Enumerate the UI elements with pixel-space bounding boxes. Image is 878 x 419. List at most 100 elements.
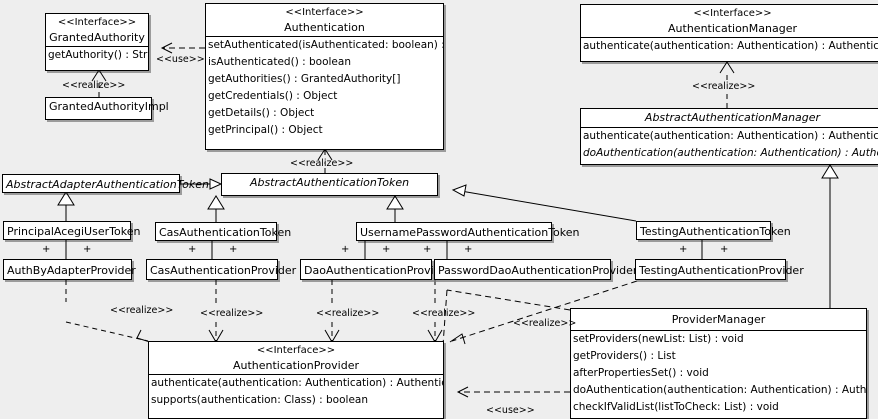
edge-label-realize-passworddao: <<realize>> [412,308,476,319]
class-header: <<Interface>> AuthenticationManager [581,5,878,37]
class-header: PrincipalAcegiUserToken [4,222,141,241]
class-cas-authentication-token[interactable]: CasAuthenticationToken [155,222,292,242]
class-header: AbstractAuthenticationManager [581,109,878,127]
class-auth-by-adapter-provider[interactable]: AuthByAdapterProvider [3,259,136,281]
class-name: AbstractAuthenticationToken [249,176,410,189]
divider [571,330,866,331]
edge-testingtoken-extends-abstractauthenticationtoken [451,184,637,222]
class-name: DaoAuthenticationProvider [304,264,452,277]
class-name: TestingAuthenticationToken [640,225,791,238]
member-row: isAuthenticated() : boolean [208,56,351,68]
class-testing-authentication-token[interactable]: TestingAuthenticationToken [636,221,791,240]
class-name: CasAuthenticationToken [159,226,292,239]
class-name: AuthenticationProvider [232,359,360,372]
member-row: authenticate(authentication: Authenticat… [151,377,443,389]
class-provider-manager[interactable]: ProviderManager setProviders(newList: Li… [570,308,867,419]
class-name: AbstractAuthenticationManager [644,111,821,124]
edge-label-realize-authbyadapter: <<realize>> [110,305,174,316]
edge-label-realize-providermanager: <<realize>> [513,318,577,329]
member-row: afterPropertiesSet() : void [573,367,709,379]
class-principal-acegi-user-token[interactable]: PrincipalAcegiUserToken [3,221,141,241]
association-plus-mark: + [382,244,391,255]
edge-casauthenticationtoken-extends-abstractauthenticationtoken [207,195,225,222]
divider [206,36,443,37]
member-row: doAuthentication(authentication: Authent… [583,147,878,159]
class-username-password-authentication-token[interactable]: UsernamePasswordAuthenticationToken [356,222,580,241]
association-plus-mark: + [83,244,92,255]
class-name: AuthByAdapterProvider [7,264,136,277]
member-row: supports(authentication: Class) : boolea… [151,394,368,406]
members-compartment: authenticate(authentication: Authenticat… [149,375,443,409]
class-name: TestingAuthenticationProvider [639,264,804,277]
edge-principalacegiusertoken-extends-abstractadapter [57,191,75,221]
divider [46,46,148,47]
member-row: checkIfValidList(listToCheck: List) : vo… [573,401,779,413]
member-row: authenticate(authentication: Authenticat… [583,130,878,142]
class-header: GrantedAuthorityImpl [46,98,169,116]
divider [581,127,878,128]
class-name: ProviderManager [671,313,766,326]
class-header: PasswordDaoAuthenticationProvider [435,260,638,281]
divider [149,374,443,375]
class-header: CasAuthenticationProvider [147,260,297,281]
member-row: getAuthority() : String [48,49,148,61]
edge-label-realize-dao: <<realize>> [316,308,380,319]
class-header: AbstractAdapterAuthenticationToken [3,175,209,194]
member-row: authenticate(authentication: Authenticat… [583,40,878,52]
class-header: AuthByAdapterProvider [4,260,136,281]
members-compartment: getAuthority() : String [46,47,148,64]
edge-usernamepasswordtoken-extends-abstractauthenticationtoken [386,195,404,222]
class-name: GrantedAuthorityImpl [49,100,169,113]
class-abstract-adapter-authentication-token[interactable]: AbstractAdapterAuthenticationToken [2,174,209,194]
stereotype-label: <<Interface>> [256,345,336,356]
class-name: PasswordDaoAuthenticationProvider [438,264,638,277]
member-row: getProviders() : List [573,350,676,362]
class-granted-authority-impl[interactable]: GrantedAuthorityImpl [45,97,169,120]
class-header: CasAuthenticationToken [156,223,292,242]
member-row: getCredentials() : Object [208,90,338,102]
class-name: GrantedAuthority [49,31,145,44]
class-header: <<Interface>> GrantedAuthority [46,14,148,46]
class-header: AbstractAuthenticationToken [222,174,437,192]
member-row: doAuthentication(authentication: Authent… [573,384,866,396]
members-compartment: setAuthenticated(isAuthenticated: boolea… [206,37,443,139]
class-name: CasAuthenticationProvider [150,264,297,277]
class-granted-authority[interactable]: <<Interface>> GrantedAuthority getAuthor… [45,13,149,71]
association-plus-mark: + [341,244,350,255]
class-header: <<Interface>> Authentication [206,4,443,36]
class-header: <<Interface>> AuthenticationProvider [149,342,443,374]
members-compartment: setProviders(newList: List) : void getPr… [571,331,866,416]
member-row: getDetails() : Object [208,107,315,119]
edge-label-use-providermanager-authenticationprovider: <<use>> [486,405,535,416]
members-compartment: authenticate(authentication: Authenticat… [581,38,878,55]
class-header: DaoAuthenticationProvider [301,260,452,281]
class-testing-authentication-provider[interactable]: TestingAuthenticationProvider [635,259,804,280]
stereotype-label: <<Interface>> [693,8,772,19]
edge-label-use-authentication-grantedauthority: <<use>> [156,54,205,65]
class-name: PrincipalAcegiUserToken [7,225,141,238]
class-authentication-manager[interactable]: <<Interface>> AuthenticationManager auth… [580,4,878,62]
association-plus-mark: + [423,244,432,255]
class-cas-authentication-provider[interactable]: CasAuthenticationProvider [146,259,297,281]
class-dao-authentication-provider[interactable]: DaoAuthenticationProvider [300,259,452,281]
edge-label-realize-abstractauthenticationmanager: <<realize>> [692,81,756,92]
class-authentication[interactable]: <<Interface>> Authentication setAuthenti… [205,3,444,150]
class-name: UsernamePasswordAuthenticationToken [360,226,580,239]
association-plus-mark: + [679,244,688,255]
association-plus-mark: + [464,244,473,255]
class-name: AbstractAdapterAuthenticationToken [6,178,209,191]
class-header: ProviderManager [571,309,866,330]
member-row: setProviders(newList: List) : void [573,333,744,345]
class-abstract-authentication-token[interactable]: AbstractAuthenticationToken [221,173,438,196]
edge-label-realize-grantedauthorityimpl: <<realize>> [62,80,126,91]
class-abstract-authentication-manager[interactable]: AbstractAuthenticationManager authentica… [580,108,878,165]
association-plus-mark: + [188,244,197,255]
members-compartment: authenticate(authentication: Authenticat… [581,128,878,162]
edge-providermanager-extends-abstractauthenticationmanager [821,164,839,308]
class-password-dao-authentication-provider[interactable]: PasswordDaoAuthenticationProvider [434,259,638,281]
stereotype-label: <<Interface>> [285,7,364,18]
class-authentication-provider[interactable]: <<Interface>> AuthenticationProvider aut… [148,341,444,419]
divider [581,37,878,38]
association-plus-mark: + [720,244,729,255]
